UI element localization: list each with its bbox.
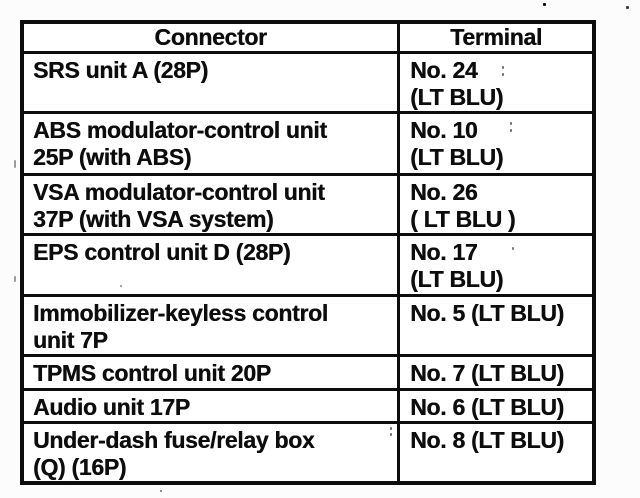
terminal-text: ( LT BLU ) [410,205,516,232]
connector-cell: SRS unit A (28P) [20,50,401,114]
table-row: TPMS control unit 20P No. 7 (LT BLU) [20,353,596,391]
terminal-text: (LT BLU) [410,83,504,110]
scan-speck [120,285,122,287]
table-row: Immobilizer-keyless control unit 7P No. … [20,293,596,357]
scan-speck [390,427,392,430]
connector-cell: Under-dash fuse/relay box (Q) (16P) [20,420,401,484]
connector-terminal-table: Connector Terminal SRS unit A (28P) No. … [20,20,596,485]
connector-text: Audio unit 17P [33,393,190,420]
connector-cell: Audio unit 17P [20,387,401,424]
terminal-text: No. 24 [410,56,478,83]
table-header-row: Connector Terminal [20,20,596,54]
table-row: Under-dash fuse/relay box (Q) (16P) No. … [20,420,596,484]
connector-cell: TPMS control unit 20P [20,353,401,391]
connector-text: VSA modulator-control unit [33,178,325,205]
column-header-connector: Connector [20,20,401,54]
terminal-cell: No. 24 (LT BLU) [397,50,596,114]
connector-text: TPMS control unit 20P [33,359,271,386]
terminal-text: No. 10 [410,116,478,143]
terminal-cell: No. 6 (LT BLU) [397,387,596,424]
scan-speck [626,6,629,9]
table-row: EPS control unit D (28P) No. 17 (LT BLU) [20,232,596,297]
connector-text: (Q) (16P) [33,453,127,480]
terminal-text: No. 5 (LT BLU) [410,299,564,326]
scan-speck [14,160,16,168]
connector-text: 37P (with VSA system) [33,205,274,232]
table-row: VSA modulator-control unit 37P (with VSA… [20,172,596,236]
connector-text: unit 7P [33,326,108,353]
connector-text: EPS control unit D (28P) [33,238,291,265]
table-row: ABS modulator-control unit 25P (with ABS… [20,110,596,176]
scan-speck [390,433,392,436]
scan-speck [510,129,512,132]
table-row: Audio unit 17P No. 6 (LT BLU) [20,387,596,424]
terminal-text: No. 26 [410,178,478,205]
scan-speck [510,122,512,125]
connector-cell: Immobilizer-keyless control unit 7P [20,293,401,357]
terminal-text: No. 7 (LT BLU) [410,359,564,386]
connector-text: Immobilizer-keyless control [33,299,328,326]
terminal-text: (LT BLU) [410,265,504,292]
terminal-text: No. 17 [410,238,478,265]
terminal-cell: No. 8 (LT BLU) [397,420,596,484]
scan-speck [160,490,162,492]
terminal-cell: No. 7 (LT BLU) [397,353,596,391]
connector-cell: VSA modulator-control unit 37P (with VSA… [20,172,401,236]
scan-speck [66,482,69,485]
terminal-text: No. 6 (LT BLU) [410,393,564,420]
column-header-terminal: Terminal [397,20,596,54]
scan-speck [512,247,514,250]
terminal-cell: No. 17 (LT BLU) [397,232,596,297]
scan-speck [14,276,16,282]
scan-speck [502,66,504,69]
connector-cell: EPS control unit D (28P) [20,232,401,297]
connector-text: ABS modulator-control unit [33,116,327,143]
connector-text: SRS unit A (28P) [33,56,208,83]
terminal-cell: No. 26 ( LT BLU ) [397,172,596,236]
connector-text: 25P (with ABS) [33,143,192,170]
terminal-text: (LT BLU) [410,143,504,170]
scan-speck [543,3,546,6]
scan-speck [502,73,504,76]
table-row: SRS unit A (28P) No. 24 (LT BLU) [20,50,596,114]
connector-text: Under-dash fuse/relay box [33,426,315,453]
terminal-cell: No. 5 (LT BLU) [397,293,596,357]
connector-cell: ABS modulator-control unit 25P (with ABS… [20,110,401,176]
terminal-text: No. 8 (LT BLU) [410,426,564,453]
terminal-cell: No. 10 (LT BLU) [397,110,596,176]
